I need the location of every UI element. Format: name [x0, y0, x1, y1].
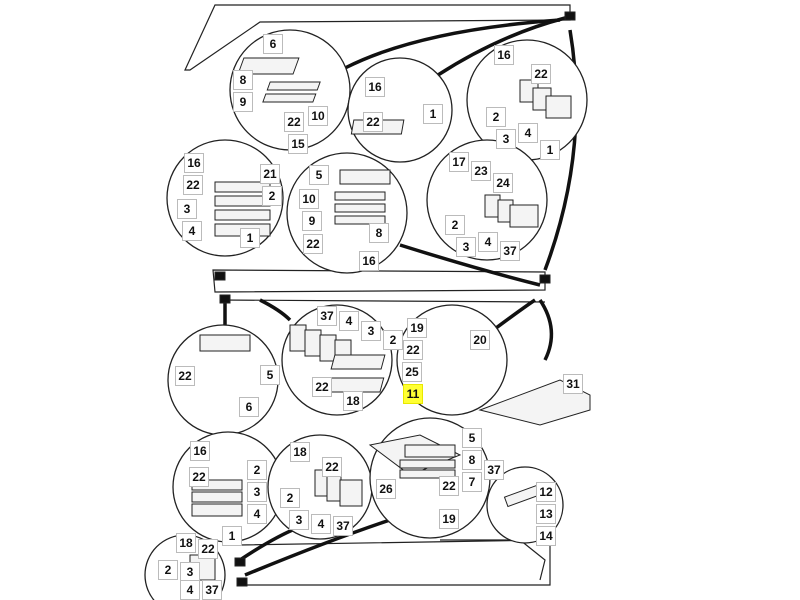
callout-label[interactable]: 22 — [303, 234, 323, 254]
callout-label[interactable]: 5 — [309, 165, 329, 185]
callout-label[interactable]: 4 — [339, 311, 359, 331]
callout-label[interactable]: 4 — [478, 232, 498, 252]
callout-label[interactable]: 16 — [494, 45, 514, 65]
callout-label[interactable]: 9 — [302, 211, 322, 231]
callout-label[interactable]: 13 — [536, 504, 556, 524]
callout-label[interactable]: 22 — [312, 377, 332, 397]
callout-label[interactable]: 5 — [462, 428, 482, 448]
callout-label[interactable]: 2 — [247, 460, 267, 480]
callout-label[interactable]: 3 — [247, 482, 267, 502]
callout-label[interactable]: 22 — [403, 340, 423, 360]
callout-label[interactable]: 37 — [484, 460, 504, 480]
callout-highlighted[interactable]: 11 — [403, 384, 423, 404]
callout-label[interactable]: 8 — [369, 223, 389, 243]
callout-label[interactable]: 16 — [365, 77, 385, 97]
callout-label[interactable]: 16 — [184, 153, 204, 173]
callout-label[interactable]: 22 — [183, 175, 203, 195]
callout-label[interactable]: 31 — [563, 374, 583, 394]
callout-label[interactable]: 37 — [333, 516, 353, 536]
callout-label[interactable]: 37 — [202, 580, 222, 600]
callout-label[interactable]: 10 — [299, 189, 319, 209]
callout-label[interactable]: 18 — [290, 442, 310, 462]
callout-label[interactable]: 23 — [471, 161, 491, 181]
callout-label[interactable]: 2 — [486, 107, 506, 127]
callout-label[interactable]: 22 — [322, 457, 342, 477]
callout-label[interactable]: 26 — [376, 479, 396, 499]
callout-label[interactable]: 2 — [158, 560, 178, 580]
frame-clamps — [214, 11, 576, 587]
callout-label[interactable]: 3 — [496, 129, 516, 149]
callout-label[interactable]: 2 — [262, 186, 282, 206]
callout-label[interactable]: 19 — [407, 318, 427, 338]
callout-label[interactable]: 4 — [518, 123, 538, 143]
callout-label[interactable]: 7 — [462, 472, 482, 492]
callout-label[interactable]: 6 — [239, 397, 259, 417]
callout-label[interactable]: 16 — [190, 441, 210, 461]
callout-label[interactable]: 22 — [363, 112, 383, 132]
callout-label[interactable]: 8 — [462, 450, 482, 470]
callout-label[interactable]: 18 — [176, 533, 196, 553]
callout-label[interactable]: 24 — [493, 173, 513, 193]
callout-label[interactable]: 9 — [233, 92, 253, 112]
callout-label[interactable]: 3 — [289, 510, 309, 530]
callout-label[interactable]: 2 — [280, 488, 300, 508]
callout-label[interactable]: 2 — [445, 215, 465, 235]
callout-label[interactable]: 22 — [284, 112, 304, 132]
callout-label[interactable]: 1 — [240, 228, 260, 248]
callout-label[interactable]: 22 — [439, 476, 459, 496]
callout-label[interactable]: 17 — [449, 152, 469, 172]
callout-label[interactable]: 3 — [361, 321, 381, 341]
callout-label[interactable]: 5 — [260, 365, 280, 385]
callout-label[interactable]: 22 — [175, 366, 195, 386]
callout-label[interactable]: 14 — [536, 526, 556, 546]
callout-label[interactable]: 4 — [182, 221, 202, 241]
callout-label[interactable]: 1 — [423, 104, 443, 124]
callout-label[interactable]: 21 — [260, 164, 280, 184]
callout-label[interactable]: 1 — [540, 140, 560, 160]
callout-label[interactable]: 22 — [189, 467, 209, 487]
callout-label[interactable]: 25 — [402, 362, 422, 382]
callout-label[interactable]: 1 — [222, 526, 242, 546]
callout-label[interactable]: 2 — [383, 330, 403, 350]
callout-label[interactable]: 10 — [308, 106, 328, 126]
part-sketches — [189, 57, 591, 581]
callout-label[interactable]: 8 — [233, 70, 253, 90]
callout-label[interactable]: 15 — [288, 134, 308, 154]
callout-label[interactable]: 4 — [180, 580, 200, 600]
callout-label[interactable]: 16 — [359, 251, 379, 271]
callout-label[interactable]: 4 — [247, 504, 267, 524]
callout-label[interactable]: 19 — [439, 509, 459, 529]
callout-label[interactable]: 20 — [470, 330, 490, 350]
callout-label[interactable]: 37 — [500, 241, 520, 261]
callout-label[interactable]: 22 — [198, 539, 218, 559]
callout-label[interactable]: 3 — [177, 199, 197, 219]
callout-label[interactable]: 3 — [456, 237, 476, 257]
callout-label[interactable]: 4 — [311, 514, 331, 534]
callout-label[interactable]: 37 — [317, 306, 337, 326]
callout-label[interactable]: 12 — [536, 482, 556, 502]
callout-label[interactable]: 22 — [531, 64, 551, 84]
callout-label[interactable]: 18 — [343, 391, 363, 411]
callout-label[interactable]: 6 — [263, 34, 283, 54]
callout-label[interactable]: 3 — [180, 562, 200, 582]
